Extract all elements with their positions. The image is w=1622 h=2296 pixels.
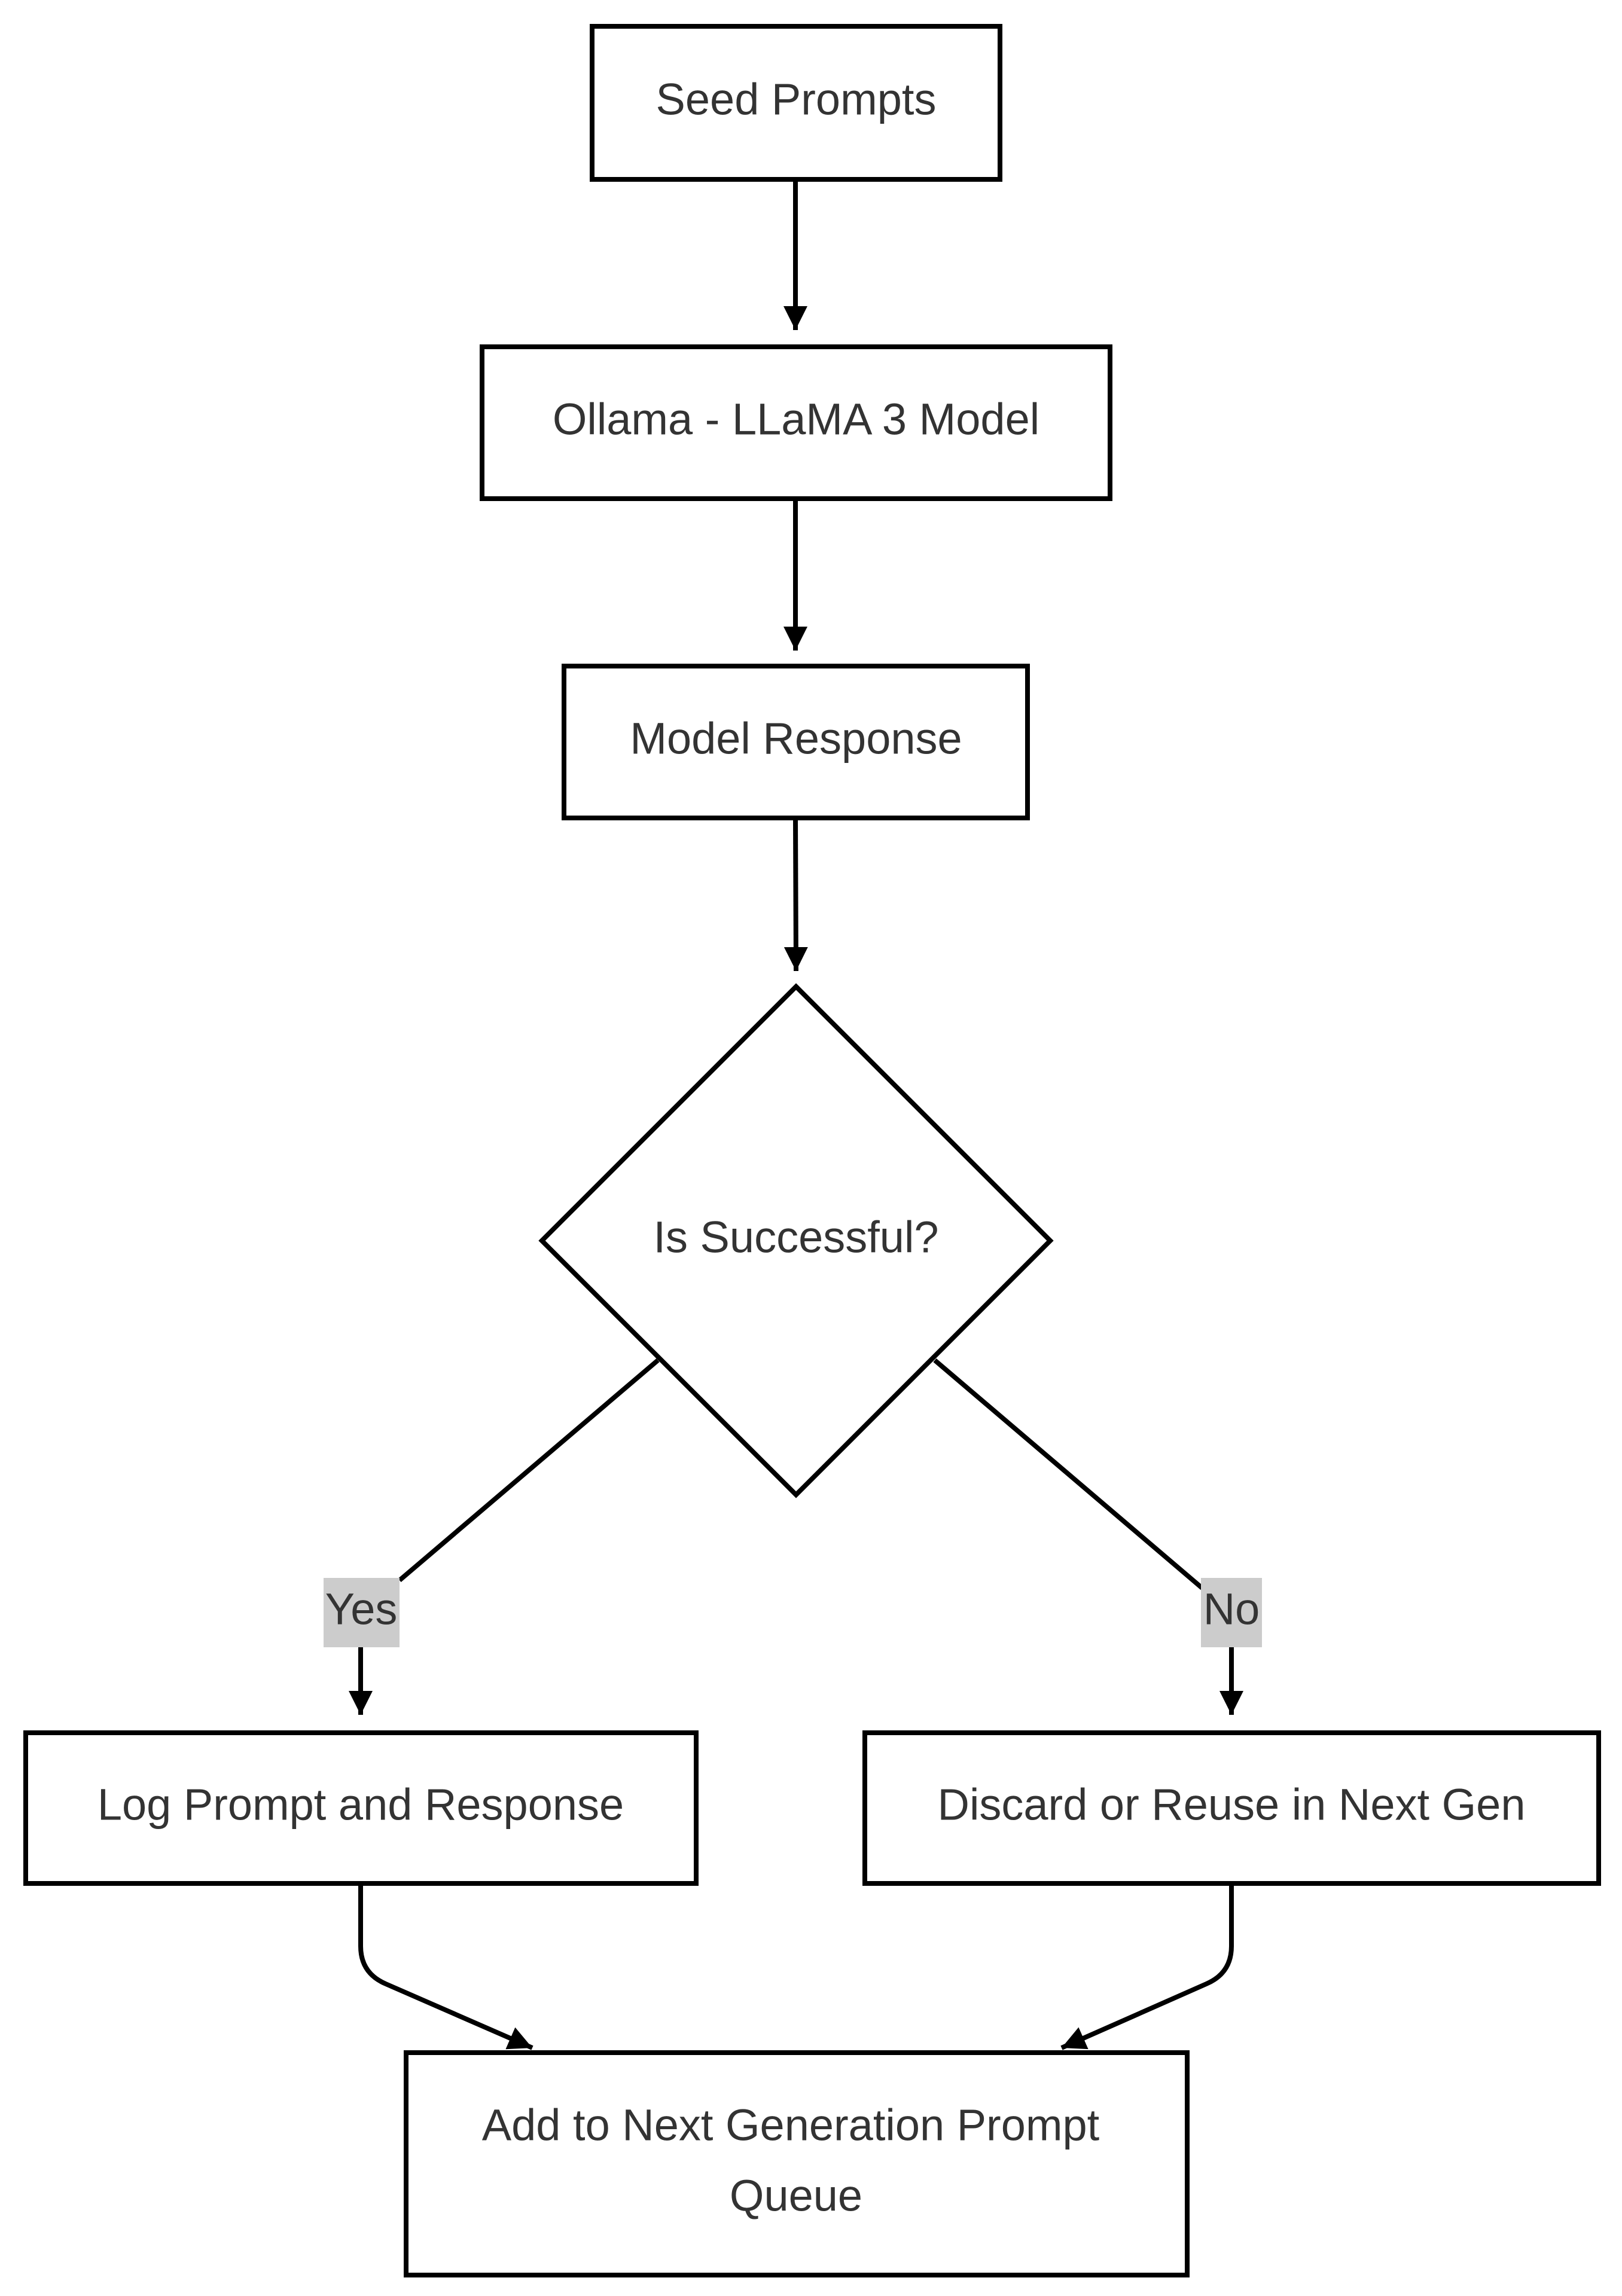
node-discard-reuse: Discard or Reuse in Next Gen (862, 1730, 1601, 1886)
node-discard-reuse-label: Discard or Reuse in Next Gen (938, 1780, 1526, 1830)
node-model-response: Model Response (562, 664, 1030, 820)
node-log-prompt-label: Log Prompt and Response (97, 1780, 624, 1830)
node-seed-prompts: Seed Prompts (590, 24, 1002, 182)
node-model-response-label: Model Response (630, 714, 962, 764)
node-ollama-model-label: Ollama - LLaMA 3 Model (553, 395, 1039, 444)
node-is-successful-label: Is Successful? (653, 1213, 938, 1262)
edge-decision-to-no-label (933, 1358, 1204, 1590)
node-is-successful: Is Successful? (538, 983, 1054, 1498)
edge-label-yes: Yes (324, 1578, 400, 1647)
node-ollama-model: Ollama - LLaMA 3 Model (480, 344, 1112, 501)
yes-label-text: Yes (325, 1584, 398, 1634)
node-add-queue-label-line1: Add to Next Generation Prompt (482, 2100, 1100, 2150)
edge-log-to-queue (358, 1883, 533, 2050)
node-add-queue-label-line2: Queue (730, 2171, 862, 2221)
node-log-prompt: Log Prompt and Response (23, 1730, 699, 1886)
edge-response-to-decision (783, 817, 808, 972)
no-label-text: No (1203, 1584, 1260, 1634)
edge-decision-to-yes-label (398, 1358, 660, 1583)
node-add-queue: Add to Next Generation Prompt Queue (404, 2050, 1190, 2277)
edge-label-no: No (1201, 1578, 1262, 1647)
node-seed-prompts-label: Seed Prompts (656, 75, 937, 124)
edge-discard-to-queue (1060, 1883, 1234, 2050)
